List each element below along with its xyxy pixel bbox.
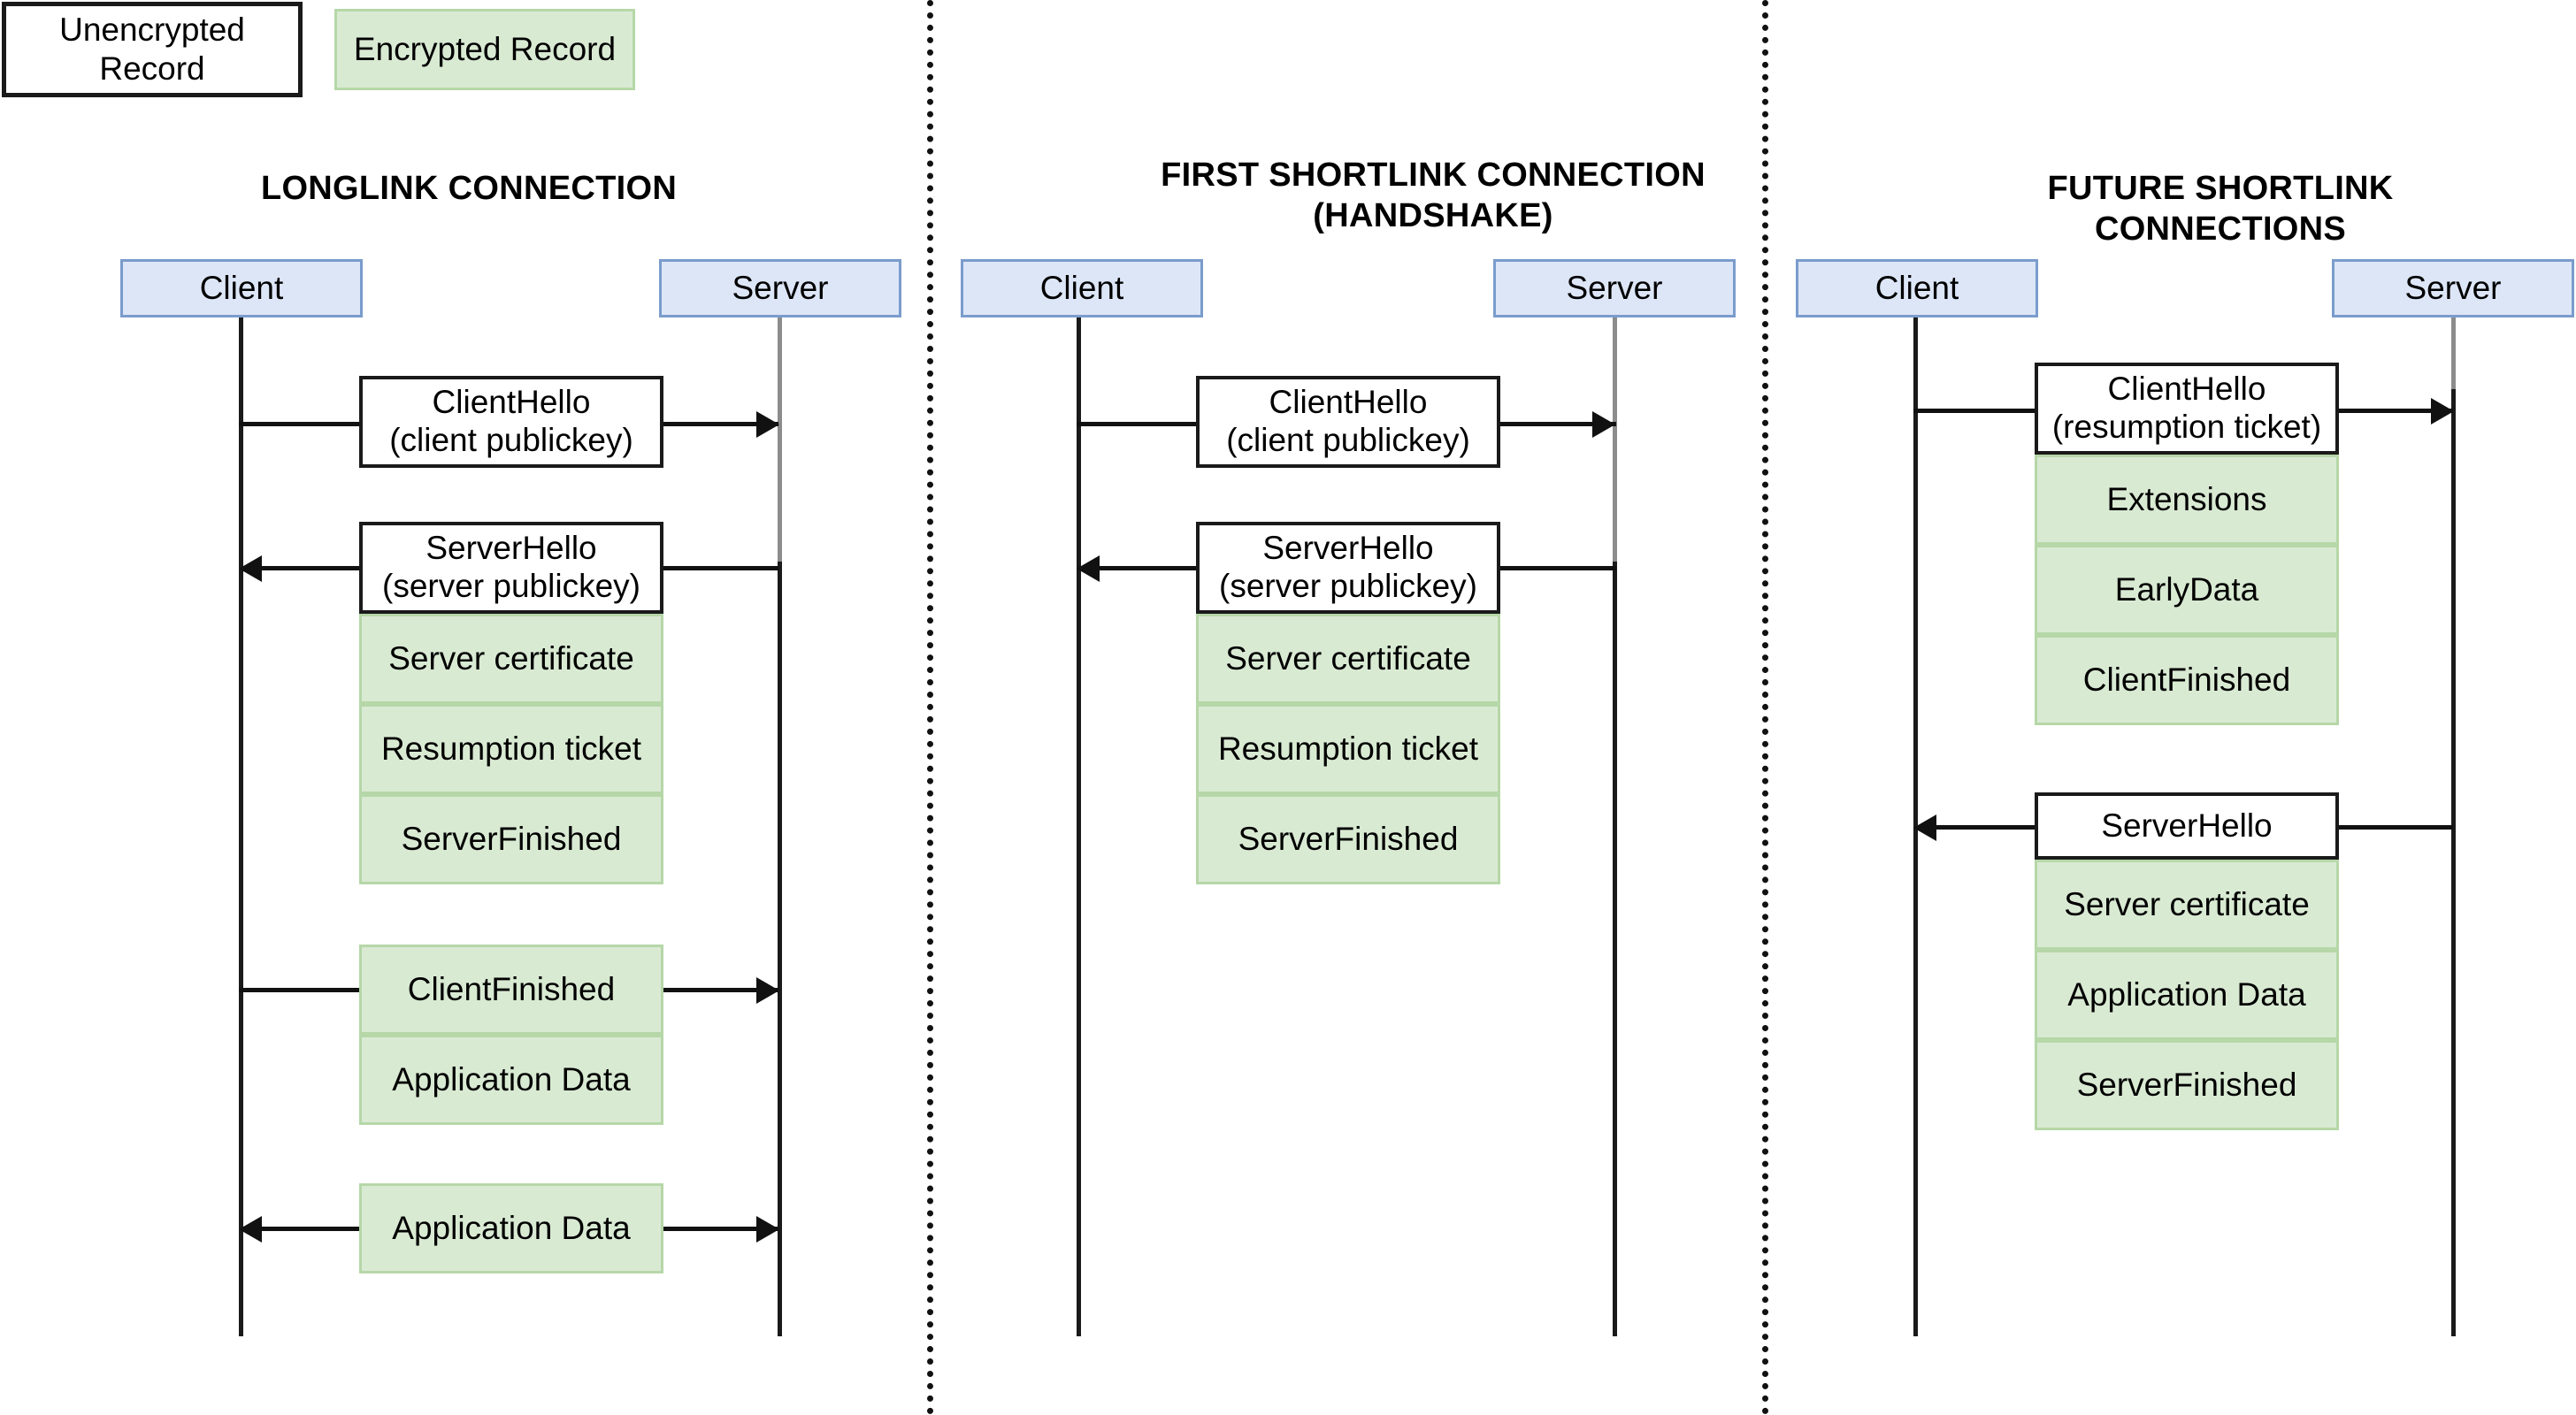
column-separator-1 bbox=[927, 0, 933, 1415]
column-1-server-lifeline-lower bbox=[778, 562, 782, 1336]
column-1-arrow-head-clientfinished bbox=[756, 977, 779, 1004]
column-2-arrow-head-clienthello bbox=[1592, 411, 1615, 438]
column-3-record-application-data: Application Data bbox=[2035, 950, 2339, 1040]
column-2-client-box: Client bbox=[961, 259, 1203, 317]
column-title-longlink: LONGLINK CONNECTION bbox=[260, 170, 678, 207]
column-1-arrow-head-application-data-left bbox=[239, 1216, 262, 1243]
column-3-record-clienthello: ClientHello (resumption ticket) bbox=[2035, 363, 2339, 455]
column-1-record-clienthello-sublabel: (client publickey) bbox=[389, 422, 633, 458]
column-1-record-clienthello: ClientHello (client publickey) bbox=[359, 376, 663, 468]
column-3-record-extensions: Extensions bbox=[2035, 455, 2339, 545]
column-1-server-box: Server bbox=[659, 259, 901, 317]
column-2-record-serverhello-sublabel: (server publickey) bbox=[1219, 568, 1477, 604]
column-3-server-box: Server bbox=[2332, 259, 2574, 317]
column-2-record-clienthello: ClientHello (client publickey) bbox=[1196, 376, 1500, 468]
column-2-record-serverhello-label: ServerHello bbox=[1262, 530, 1434, 567]
column-2-record-clienthello-sublabel: (client publickey) bbox=[1226, 422, 1470, 458]
column-2-record-serverhello: ServerHello (server publickey) bbox=[1196, 522, 1500, 614]
column-2-record-server-certificate: Server certificate bbox=[1196, 614, 1500, 704]
legend-encrypted-record: Encrypted Record bbox=[334, 9, 635, 90]
column-2-record-clienthello-label: ClientHello bbox=[1269, 384, 1428, 421]
column-title-future-shortlink: FUTURE SHORTLINK CONNECTIONS bbox=[2047, 170, 2394, 249]
column-3-record-serverhello: ServerHello bbox=[2035, 792, 2339, 860]
column-2-server-box: Server bbox=[1493, 259, 1736, 317]
column-2-client-lifeline bbox=[1077, 317, 1081, 1336]
column-2-arrow-head-serverhello bbox=[1077, 555, 1100, 582]
column-2-server-lifeline-upper bbox=[1613, 317, 1617, 585]
column-1-server-lifeline-upper bbox=[778, 317, 782, 585]
column-1-arrow-head-application-data-right bbox=[756, 1216, 779, 1243]
column-1-record-clienthello-label: ClientHello bbox=[432, 384, 591, 421]
column-1-record-application-data-1: Application Data bbox=[359, 1035, 663, 1125]
column-2-record-serverfinished: ServerFinished bbox=[1196, 794, 1500, 884]
column-3-arrow-head-serverhello bbox=[1913, 815, 1936, 841]
column-3-client-box: Client bbox=[1796, 259, 2038, 317]
column-1-record-clientfinished: ClientFinished bbox=[359, 945, 663, 1035]
column-2-record-resumption-ticket: Resumption ticket bbox=[1196, 704, 1500, 794]
column-1-arrow-head-serverhello bbox=[239, 555, 262, 582]
column-1-client-lifeline bbox=[239, 317, 243, 1336]
legend-unencrypted-record: Unencrypted Record bbox=[2, 2, 303, 97]
column-3-arrow-head-clienthello bbox=[2431, 398, 2454, 424]
column-3-record-server-certificate: Server certificate bbox=[2035, 860, 2339, 950]
column-separator-2 bbox=[1762, 0, 1768, 1415]
column-1-record-serverhello-sublabel: (server publickey) bbox=[382, 568, 640, 604]
column-3-server-lifeline-upper bbox=[2451, 317, 2456, 415]
column-3-record-serverfinished: ServerFinished bbox=[2035, 1040, 2339, 1130]
column-3-record-clientfinished: ClientFinished bbox=[2035, 635, 2339, 725]
column-3-record-earlydata: EarlyData bbox=[2035, 545, 2339, 635]
column-2-server-lifeline-lower bbox=[1613, 562, 1617, 1336]
column-1-client-box: Client bbox=[120, 259, 363, 317]
column-1-record-serverhello-label: ServerHello bbox=[426, 530, 597, 567]
column-1-record-serverhello: ServerHello (server publickey) bbox=[359, 522, 663, 614]
column-1-record-resumption-ticket: Resumption ticket bbox=[359, 704, 663, 794]
column-3-server-lifeline-lower bbox=[2451, 389, 2456, 1336]
column-1-arrow-head-clienthello bbox=[756, 411, 779, 438]
column-3-record-clienthello-sublabel: (resumption ticket) bbox=[2051, 409, 2322, 445]
column-title-first-shortlink: FIRST SHORTLINK CONNECTION (HANDSHAKE) bbox=[1161, 157, 1706, 235]
column-1-record-serverfinished: ServerFinished bbox=[359, 794, 663, 884]
column-1-record-server-certificate: Server certificate bbox=[359, 614, 663, 704]
column-1-record-application-data-2: Application Data bbox=[359, 1183, 663, 1274]
column-3-record-clienthello-label: ClientHello bbox=[2107, 371, 2266, 408]
